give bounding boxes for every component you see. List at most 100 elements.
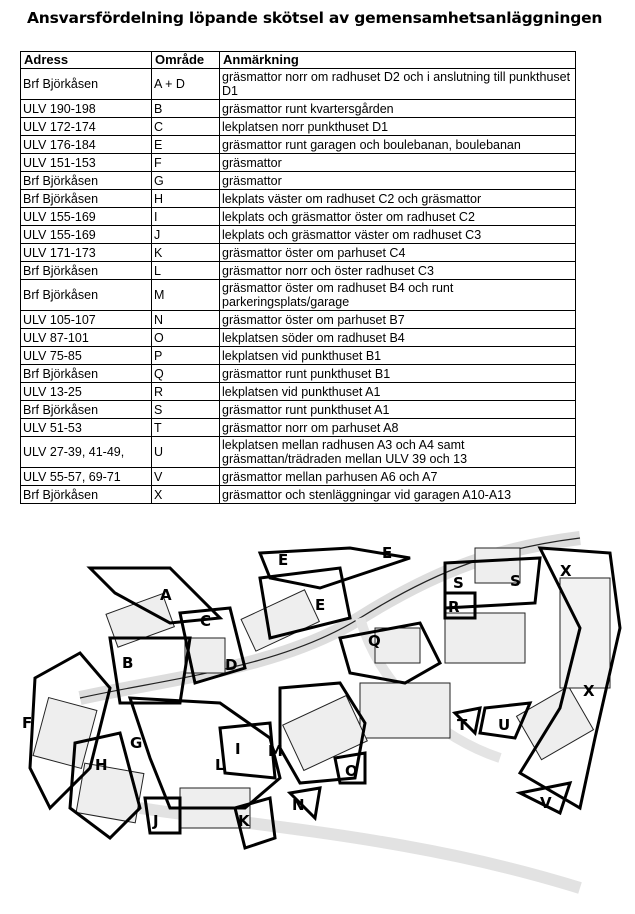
cell-anmarkning: gräsmattor runt kvartersgården [219,99,576,118]
map-area-label: E [315,596,325,614]
map-area-label: H [95,756,108,774]
cell-anmarkning: gräsmattor och stenläggningar vid garage… [219,485,576,504]
cell-adress: Brf Björkåsen [20,189,152,208]
cell-adress: ULV 105-107 [20,310,152,329]
page-title: Ansvarsfördelning löpande skötsel av gem… [27,9,603,27]
cell-omrade: L [151,261,220,280]
cell-omrade: H [151,189,220,208]
cell-omrade: K [151,243,220,262]
cell-anmarkning: gräsmattor norr om radhuset D2 och i ans… [219,68,576,100]
cell-adress: Brf Björkåsen [20,364,152,383]
map-area-label: F [22,714,32,732]
cell-omrade: R [151,382,220,401]
cell-anmarkning: gräsmattor [219,171,576,190]
map-area-label: X [583,682,595,700]
cell-adress: Brf Björkåsen [20,68,152,100]
column-header-adress: Adress [20,51,152,69]
cell-anmarkning: gräsmattor norr om parhuset A8 [219,418,576,437]
cell-anmarkning: lekplatsen söder om radhuset B4 [219,328,576,347]
map-area-label: T [457,716,468,734]
map-area-label: X [560,562,572,580]
map-area-label: L [215,756,225,774]
cell-anmarkning: lekplats väster om radhuset C2 och gräsm… [219,189,576,208]
map-area-label: Q [368,632,381,650]
cell-adress: ULV 155-169 [20,225,152,244]
cell-adress: Brf Björkåsen [20,261,152,280]
cell-anmarkning: gräsmattor mellan parhusen A6 och A7 [219,467,576,486]
map-area-label: S [510,572,521,590]
cell-omrade: F [151,153,220,172]
cell-omrade: T [151,418,220,437]
cell-omrade: O [151,328,220,347]
cell-adress: Brf Björkåsen [20,400,152,419]
map-area-label: U [498,716,510,734]
map-area-label: K [238,812,251,830]
cell-omrade: X [151,485,220,504]
cell-omrade: M [151,279,220,311]
map-area-label: J [152,812,159,830]
cell-anmarkning: lekplatsen vid punkthuset B1 [219,346,576,365]
cell-adress: Brf Björkåsen [20,485,152,504]
cell-adress: Brf Björkåsen [20,279,152,311]
cell-adress: ULV 75-85 [20,346,152,365]
cell-anmarkning: lekplats och gräsmattor väster om radhus… [219,225,576,244]
cell-anmarkning: lekplatsen vid punkthuset A1 [219,382,576,401]
cell-adress: ULV 172-174 [20,117,152,136]
map-area-label: S [453,574,464,592]
cell-adress: ULV 171-173 [20,243,152,262]
cell-adress: ULV 27-39, 41-49, [20,436,152,468]
cell-omrade: B [151,99,220,118]
map-area-label: C [200,612,211,630]
cell-adress: ULV 155-169 [20,207,152,226]
cell-adress: ULV 151-153 [20,153,152,172]
map-area-label: M [268,742,283,760]
map-area-label: E [382,544,392,562]
cell-omrade: C [151,117,220,136]
cell-anmarkning: lekplats och gräsmattor öster om radhuse… [219,207,576,226]
map-area-label: R [448,598,460,616]
column-header-omrade: Område [151,51,220,69]
cell-omrade: J [151,225,220,244]
cell-adress: Brf Björkåsen [20,171,152,190]
map-area-label: E [278,551,288,569]
cell-omrade: V [151,467,220,486]
map-area-label: O [345,762,358,780]
cell-anmarkning: gräsmattor öster om radhuset B4 och runt… [219,279,576,311]
cell-anmarkning: lekplatsen norr punkthuset D1 [219,117,576,136]
map-area-label: B [122,654,133,672]
cell-adress: ULV 55-57, 69-71 [20,467,152,486]
cell-omrade: A + D [151,68,220,100]
cell-adress: ULV 176-184 [20,135,152,154]
map-area-label: V [540,794,552,812]
cell-anmarkning: gräsmattor runt garagen och boulebanan, … [219,135,576,154]
cell-omrade: G [151,171,220,190]
cell-omrade: N [151,310,220,329]
cell-omrade: E [151,135,220,154]
cell-anmarkning: gräsmattor runt punkthuset A1 [219,400,576,419]
cell-adress: ULV 13-25 [20,382,152,401]
cell-omrade: P [151,346,220,365]
map-area-label: G [130,734,142,752]
cell-anmarkning: gräsmattor [219,153,576,172]
cell-adress: ULV 190-198 [20,99,152,118]
cell-anmarkning: gräsmattor norr och öster radhuset C3 [219,261,576,280]
